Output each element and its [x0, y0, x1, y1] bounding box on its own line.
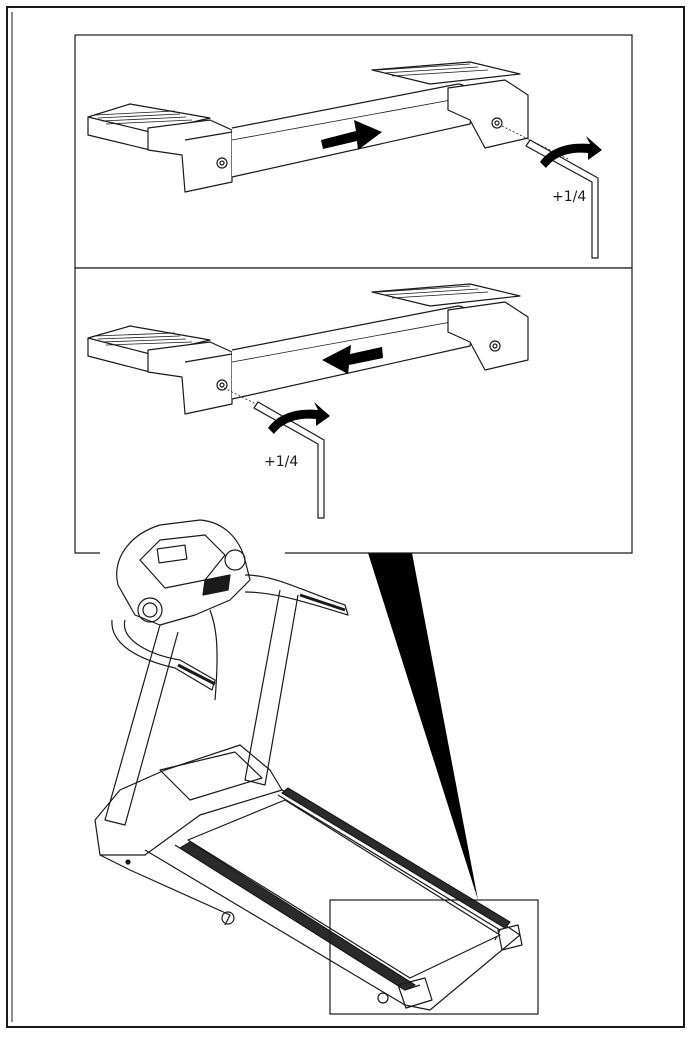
top-left-end-cap	[147, 119, 233, 193]
rear-wheel	[377, 992, 389, 1004]
bottom-left-rail-grip	[94, 332, 193, 346]
bottom-right-bolt-head	[492, 343, 498, 349]
safety-cord	[209, 609, 218, 701]
bottom-adjustment-panel: +1/4	[74, 267, 633, 554]
top-right-end-cap	[447, 79, 529, 149]
top-turn-label: +1/4	[552, 189, 586, 205]
handlebar-left-grip	[177, 663, 216, 686]
rear-cap-left	[397, 977, 433, 1009]
page-frame	[6, 6, 685, 1028]
cup-holder-right	[224, 549, 246, 571]
cup-holder-left-inner	[142, 602, 158, 618]
bottom-left-end-cap	[147, 341, 233, 415]
bottom-turn-arrow	[268, 402, 330, 434]
bottom-hex-key	[253, 401, 325, 519]
handlebar-right-grip	[299, 593, 346, 612]
cup-holder-left	[137, 597, 163, 623]
bottom-left-cap-edge	[184, 353, 233, 363]
console-display-frame	[139, 534, 226, 589]
bottom-right-end-cap	[447, 301, 529, 371]
running-belt	[187, 799, 501, 979]
bottom-left-bolt	[216, 379, 228, 391]
bottom-turn-label: +1/4	[264, 454, 298, 470]
frame-bolt	[125, 859, 131, 865]
zoom-highlight-box	[329, 899, 539, 1015]
side-rail-right	[281, 787, 511, 929]
top-left-cap-edge	[184, 131, 233, 141]
hood-top-panel	[159, 751, 263, 801]
top-left-rail-grip	[94, 110, 193, 125]
console-display	[156, 544, 188, 564]
top-right-bolt	[491, 117, 503, 129]
top-roller-arrow-right	[321, 120, 382, 150]
top-adjustment-panel: +1/4	[74, 34, 633, 269]
handlebar-right	[244, 574, 349, 616]
bottom-right-bolt	[489, 340, 501, 352]
bottom-roller-arrow-left	[322, 345, 383, 374]
upright-left	[104, 624, 179, 826]
bottom-panel-frame	[74, 267, 633, 554]
bottom-left-bolt-head	[219, 382, 225, 388]
upright-right	[244, 589, 299, 786]
base-frame	[99, 854, 231, 926]
console-housing	[116, 519, 251, 626]
top-hex-key-guide	[501, 125, 571, 161]
rear-cap-right	[497, 924, 523, 951]
bottom-right-rail-grip	[377, 285, 489, 299]
top-right-bolt-head	[494, 120, 500, 126]
bottom-roller-highlight	[231, 319, 463, 363]
console-key	[202, 574, 231, 596]
zoom-callout-wedge	[368, 553, 478, 900]
top-turn-arrow	[540, 136, 602, 168]
motor-hood	[94, 744, 283, 856]
top-roller-highlight	[231, 97, 463, 141]
transport-wheel	[221, 911, 235, 925]
top-left-bolt	[216, 157, 228, 169]
treadmill-illustration	[94, 519, 523, 1011]
top-hex-key	[525, 139, 599, 259]
top-left-bolt-head	[219, 160, 225, 166]
handlebar-left	[111, 619, 216, 691]
top-right-rail-grip	[377, 63, 489, 77]
